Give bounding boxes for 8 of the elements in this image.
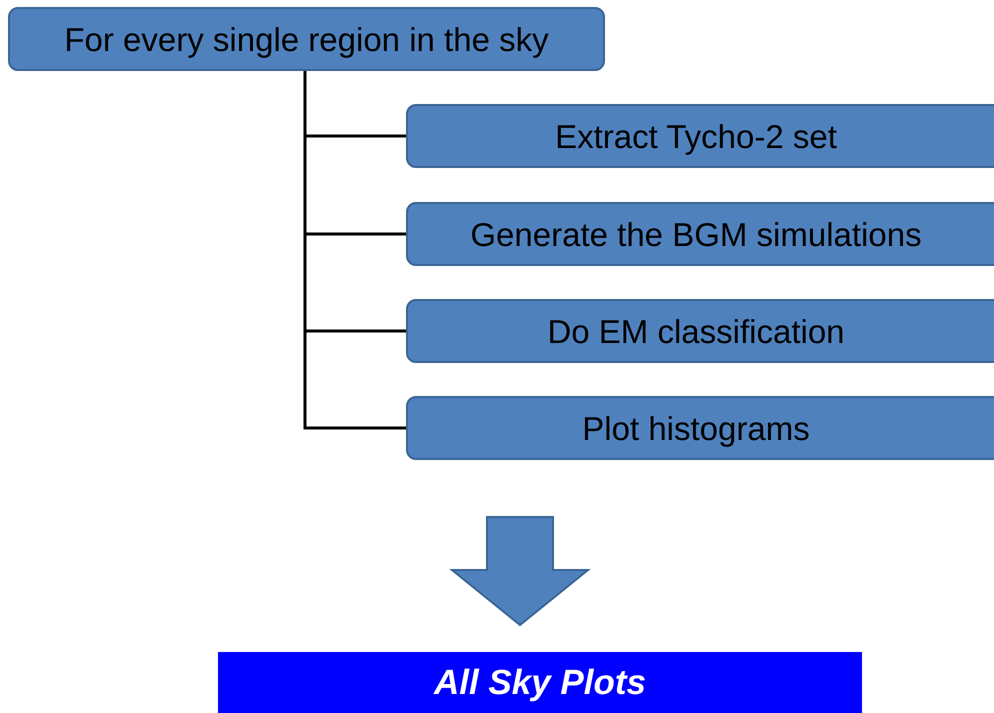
step-box: Plot histograms [406,396,994,460]
block-arrow [449,516,591,626]
connector-line [304,71,406,430]
step-box: Generate the BGM simulations [406,202,994,266]
loop-box: For every single region in the sky [8,7,605,71]
step-box: Do EM classification [406,299,994,363]
step-box: Extract Tycho-2 set [406,104,994,168]
result-box: All Sky Plots [218,652,862,713]
